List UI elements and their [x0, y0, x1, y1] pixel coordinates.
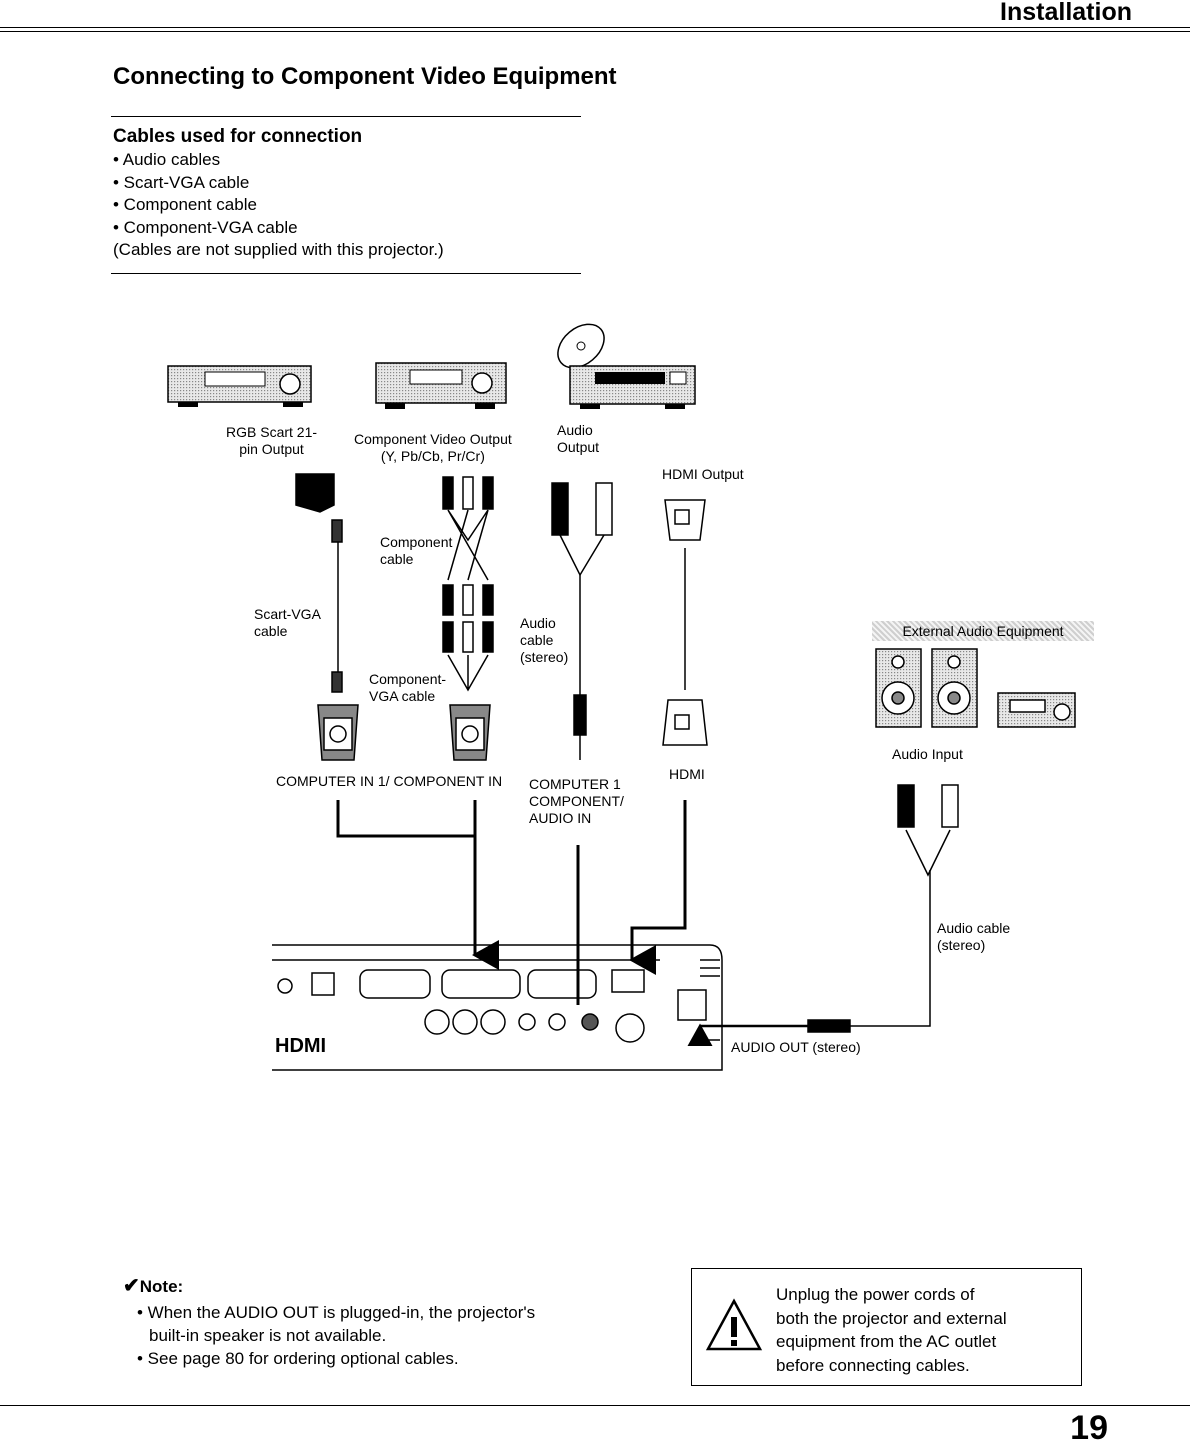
- cables-top-rule: [111, 116, 581, 117]
- cable-item: • Scart-VGA cable: [113, 172, 250, 192]
- cable-item: • Audio cables: [113, 150, 221, 169]
- hdmi-output-label: HDMI Output: [662, 466, 744, 482]
- hdmi-logo: HDMI: [275, 1035, 326, 1057]
- header-rule: [0, 27, 1190, 28]
- component-output-label: Component Video Output(Y, Pb/Cb, Pr/Cr): [354, 431, 512, 464]
- checkmark-icon: ✔: [123, 1275, 140, 1297]
- projector-panel: [272, 944, 723, 1071]
- rgb-scart-label: RGB Scart 21-pin Output: [226, 424, 318, 457]
- external-speakers: [875, 648, 1076, 728]
- caution-text: Unplug the power cords of both the proje…: [776, 1285, 1007, 1375]
- note-heading: ✔Note:: [123, 1275, 184, 1297]
- component-vga-cable-label: Component-VGA cable: [369, 671, 447, 704]
- cable-item: • Component cable: [113, 195, 257, 214]
- component-cable: [442, 476, 494, 761]
- hdmi-label: HDMI: [669, 766, 705, 782]
- cables-heading: Cables used for connection: [113, 126, 363, 147]
- audio-out-label: AUDIO OUT (stereo): [731, 1039, 861, 1055]
- page-number: 19: [1070, 1409, 1108, 1447]
- cables-list: • Audio cables • Scart-VGA cable • Compo…: [113, 149, 444, 262]
- note-item: • See page 80 for ordering optional cabl…: [137, 1349, 459, 1368]
- scart-vcr-device: [167, 365, 312, 407]
- audio-out-cable: [687, 870, 931, 1046]
- cables-bottom-rule: [111, 273, 581, 274]
- caution-box: Unplug the power cords of both the proje…: [691, 1268, 1082, 1386]
- component-dvd-device: [375, 362, 507, 409]
- note-item: • When the AUDIO OUT is plugged-in, the …: [137, 1303, 536, 1322]
- section-title: Installation: [1000, 0, 1132, 26]
- footer-rule: [0, 1405, 1190, 1406]
- audio-cable: [551, 482, 613, 760]
- external-audio-label: External Audio Equipment: [872, 621, 1094, 641]
- audio-input-label: Audio Input: [892, 746, 963, 762]
- connection-lines: [336, 800, 687, 1005]
- header-rule-secondary: [0, 31, 1190, 32]
- cable-item: • Component-VGA cable: [113, 217, 298, 237]
- scart-vga-cable: [295, 473, 359, 761]
- audio-cable-right-label: Audio cable(stereo): [937, 920, 1011, 953]
- cables-note: (Cables are not supplied with this proje…: [113, 240, 444, 259]
- note-item: built-in speaker is not available.: [149, 1326, 387, 1345]
- disc-icon: [557, 323, 605, 369]
- audio-input-cable: [897, 784, 959, 877]
- warning-triangle-icon: [705, 1298, 763, 1351]
- computer-in-label: COMPUTER IN 1/ COMPONENT IN: [276, 773, 503, 789]
- page-title: Connecting to Component Video Equipment: [113, 63, 617, 90]
- hdmi-cable: [662, 499, 708, 746]
- note-list: • When the AUDIO OUT is plugged-in, the …: [137, 1301, 617, 1370]
- audio-player-device: [569, 365, 696, 409]
